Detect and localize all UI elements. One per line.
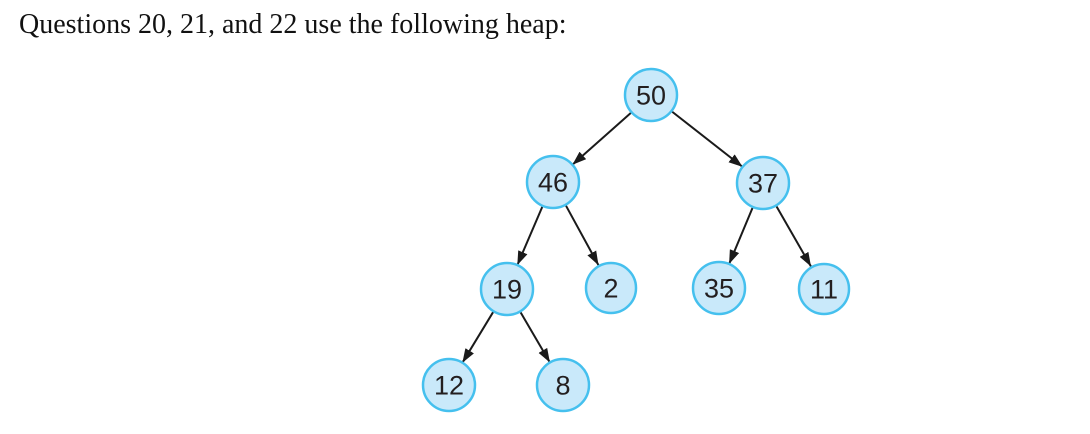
node-label: 2 <box>603 273 618 303</box>
heap-node-2: 2 <box>584 261 638 315</box>
node-label: 50 <box>636 80 666 110</box>
edge-50-37 <box>670 110 744 168</box>
node-circle <box>735 155 791 211</box>
node-label: 35 <box>704 273 734 303</box>
edge-46-19 <box>516 205 544 266</box>
edge-37-35 <box>728 206 754 265</box>
node-label: 12 <box>434 370 464 400</box>
edge-50-46 <box>571 111 633 166</box>
heap-node-35: 35 <box>691 260 747 316</box>
node-label: 46 <box>538 167 568 197</box>
heap-node-37: 37 <box>735 155 791 211</box>
heap-node-19: 19 <box>479 261 535 317</box>
node-circle <box>691 260 747 316</box>
node-label: 8 <box>555 370 570 400</box>
question-heading: Questions 20, 21, and 22 use the followi… <box>19 9 567 40</box>
heap-node-46: 46 <box>525 154 581 210</box>
heap-node-50: 50 <box>623 67 679 123</box>
edge-46-2 <box>564 204 600 266</box>
node-label: 37 <box>748 168 778 198</box>
node-circle <box>479 261 535 317</box>
heap-node-12: 12 <box>421 357 477 413</box>
node-circle <box>623 67 679 123</box>
edge-37-11 <box>775 205 812 267</box>
node-circle <box>797 262 851 316</box>
node-label: 19 <box>492 274 522 304</box>
node-circle <box>421 357 477 413</box>
node-circle <box>535 357 591 413</box>
node-circle <box>584 261 638 315</box>
edge-19-12 <box>461 310 495 364</box>
edge-19-8 <box>519 310 551 364</box>
heap-node-11: 11 <box>797 262 851 316</box>
node-label: 11 <box>810 274 838 304</box>
node-circle <box>525 154 581 210</box>
heap-node-8: 8 <box>535 357 591 413</box>
